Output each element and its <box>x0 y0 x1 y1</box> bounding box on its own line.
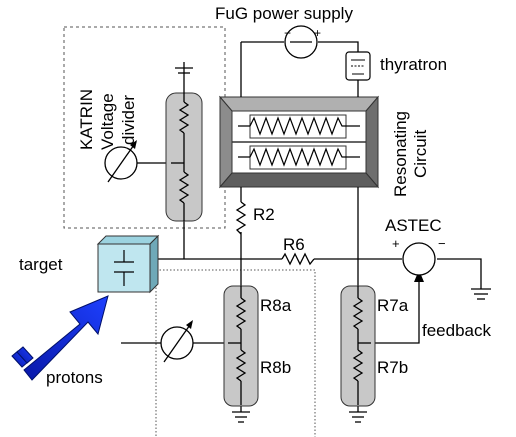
astec-label: ASTEC <box>385 216 442 235</box>
r7-divider <box>340 285 376 407</box>
r8-divider <box>223 285 259 407</box>
r8b-label: R8b <box>260 358 291 377</box>
proton-beam-arrow <box>11 295 109 381</box>
ground-symbol <box>349 411 367 423</box>
r2-label: R2 <box>253 205 275 224</box>
ground-symbol <box>175 62 193 92</box>
power-supply-symbol: − + <box>284 25 321 59</box>
ground-symbol <box>471 288 491 300</box>
r2-resistor <box>235 201 247 235</box>
r6-resistor <box>281 252 315 266</box>
r8-divider-box <box>155 269 316 437</box>
target-icon <box>96 234 160 294</box>
power-supply-minus: − <box>284 26 291 40</box>
divider-label: divider <box>119 95 138 145</box>
astec-plus: + <box>392 236 400 251</box>
voltage-label: Voltage <box>98 93 117 150</box>
resonating-label: Resonating <box>391 111 410 197</box>
katrin-divider-box <box>63 26 226 229</box>
target-label: target <box>19 255 63 274</box>
circuit-label: Circuit <box>411 130 430 178</box>
wires <box>121 41 482 412</box>
power-supply-label: FuG power supply <box>215 4 353 23</box>
astec-minus: − <box>438 236 446 251</box>
protons-label: protons <box>46 368 103 387</box>
katrin-label: KATRIN <box>77 89 96 150</box>
thyratron-icon <box>345 51 371 81</box>
voltmeter-icon <box>104 140 150 183</box>
r7a-label: R7a <box>377 296 409 315</box>
voltmeter-icon <box>160 320 194 363</box>
feedback-label: feedback <box>422 321 491 340</box>
ground-symbol <box>232 411 250 423</box>
r6-label: R6 <box>283 235 305 254</box>
thyratron-label: thyratron <box>380 55 447 74</box>
power-supply-plus: + <box>314 26 321 40</box>
r7b-label: R7b <box>377 358 408 377</box>
astec-amplifier <box>402 242 436 276</box>
katrin-voltage-divider <box>165 92 203 222</box>
r8a-label: R8a <box>260 296 292 315</box>
resonating-circuit <box>218 95 380 189</box>
